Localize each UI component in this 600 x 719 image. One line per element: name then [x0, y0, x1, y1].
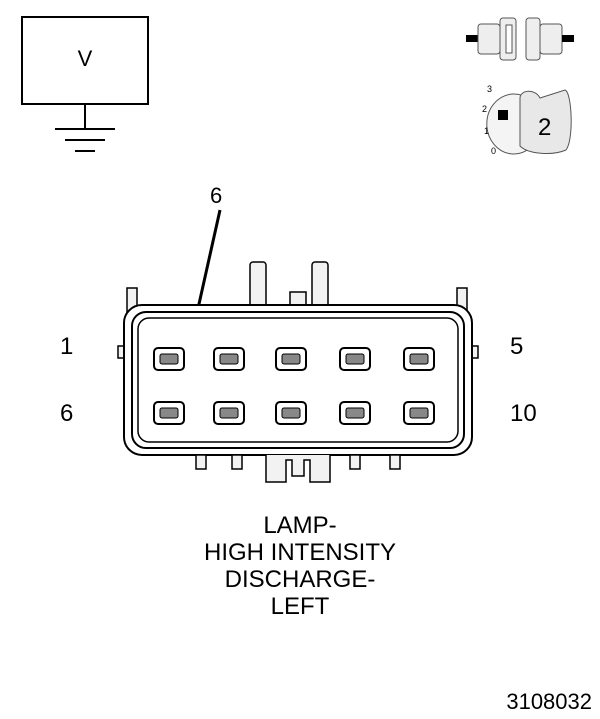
key-position-3: 3: [487, 84, 493, 94]
voltmeter-ground-icon: [21, 16, 149, 152]
caption-line-1: LAMP-: [263, 512, 337, 539]
connector-body: [117, 261, 479, 483]
key-position-0: 0: [491, 146, 497, 156]
pin-1: [153, 347, 185, 371]
key-position-1: 1: [484, 126, 490, 136]
pin-label-top-right: 5: [510, 333, 524, 360]
pin-2: [213, 347, 245, 371]
pin-9: [339, 401, 371, 425]
pin-10: [403, 401, 435, 425]
pin-7: [213, 401, 245, 425]
pin-5: [403, 347, 435, 371]
caption-line-3: DISCHARGE-: [224, 566, 376, 593]
pin-3: [275, 347, 307, 371]
voltmeter-label: V: [77, 46, 93, 71]
component-caption: LAMP- HIGH INTENSITY DISCHARGE- LEFT: [150, 512, 450, 620]
pin-label-bottom-right: 10: [510, 400, 537, 427]
pin-8: [275, 401, 307, 425]
pin-4: [339, 347, 371, 371]
pin-label-bottom-left: 6: [60, 400, 74, 427]
pin-6: [153, 401, 185, 425]
key-position-indicator: 2: [538, 114, 552, 141]
caption-line-4: LEFT: [270, 593, 330, 620]
ignition-key-icon: [486, 89, 572, 155]
pin-row-top: [153, 347, 435, 371]
pin-row-bottom: [153, 401, 435, 425]
key-position-2: 2: [482, 104, 488, 114]
figure-id: 3108032: [506, 689, 592, 714]
pointer-label: 6: [210, 183, 223, 208]
caption-line-2: HIGH INTENSITY: [203, 539, 396, 566]
connector-disconnected-icon: [466, 17, 574, 61]
pin-label-top-left: 1: [60, 333, 74, 360]
